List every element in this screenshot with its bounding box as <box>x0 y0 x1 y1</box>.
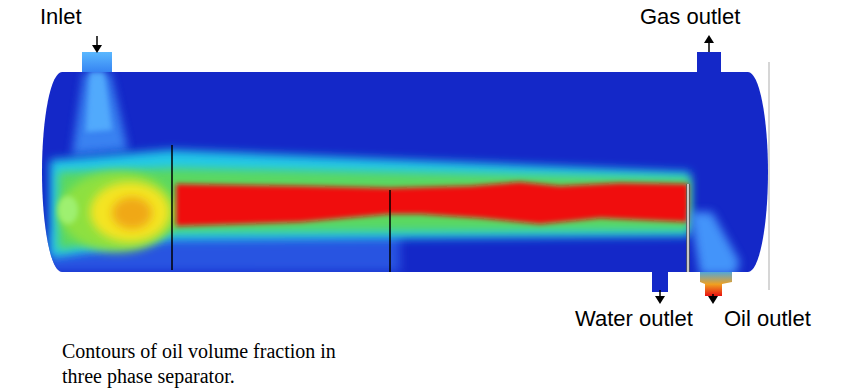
water-outlet-label-holder: Water outlet <box>575 306 693 332</box>
gas-outlet-label-holder: Gas outlet <box>640 4 740 30</box>
caption-holder: Contours of oil volume fraction in three… <box>62 339 354 389</box>
baffle <box>171 145 173 270</box>
oil-outlet-nozzle <box>700 270 732 296</box>
oil-layer-halo <box>50 150 690 258</box>
inlet-jet-core <box>86 72 112 132</box>
weir-overflow <box>690 212 740 275</box>
oil-arrowhead <box>708 296 718 304</box>
vessel-body <box>42 72 768 272</box>
gas-outlet-nozzle <box>697 52 721 74</box>
inlet-blob-mid <box>90 182 170 242</box>
oil-outlet-label: Oil outlet <box>724 306 811 332</box>
gas-arrowhead <box>704 35 714 43</box>
weir <box>687 184 689 272</box>
contour-field <box>50 72 740 275</box>
oil-band <box>176 182 688 226</box>
inlet-arrowhead <box>92 45 102 53</box>
inlet-blob-core <box>112 197 152 229</box>
baffle <box>389 190 391 272</box>
frame-line <box>768 62 770 290</box>
inlet-label: Inlet <box>40 4 82 30</box>
gas-outlet-label: Gas outlet <box>640 4 740 30</box>
water-outlet-nozzle <box>652 270 668 292</box>
water-arrowhead <box>655 296 665 304</box>
water-outlet-label: Water outlet <box>575 306 693 332</box>
oil-outlet-label-holder: Oil outlet <box>724 306 811 332</box>
figure-caption: Contours of oil volume fraction in three… <box>62 339 354 389</box>
inlet-blob-edge <box>58 196 78 224</box>
flow-arrows <box>92 35 718 304</box>
weir <box>686 184 690 272</box>
inlet-jet <box>72 72 128 155</box>
inlet-label-holder: Inlet <box>40 4 82 30</box>
